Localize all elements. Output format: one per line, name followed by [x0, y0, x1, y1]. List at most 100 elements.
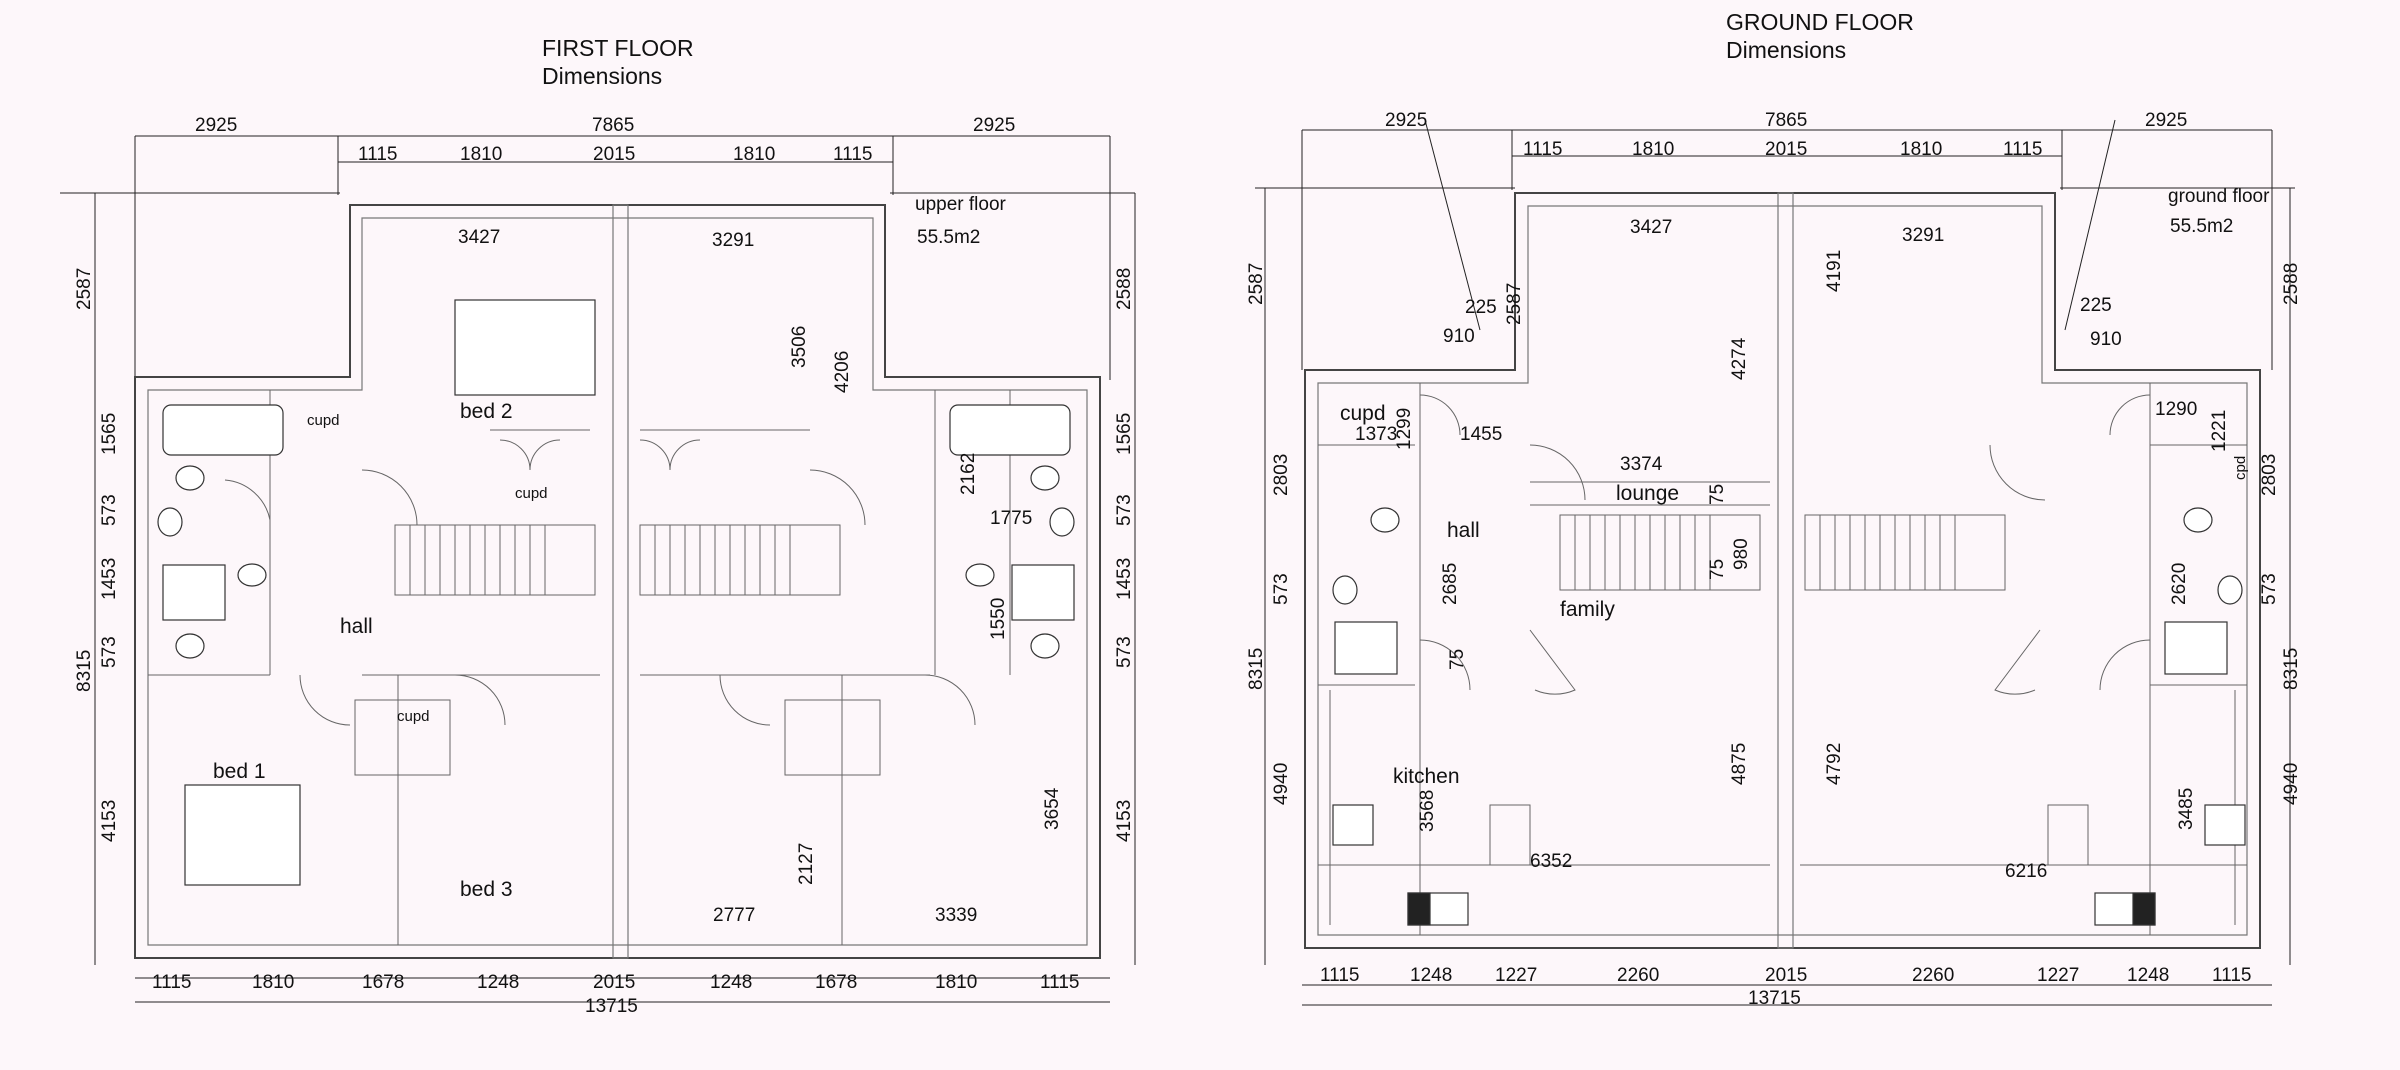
dimension-label: 1453: [99, 558, 120, 600]
dimension-label: 1290: [2155, 399, 2197, 420]
dimension-label: 573: [2259, 573, 2280, 605]
dimension-label: 6352: [1530, 851, 1572, 872]
dimension-label: 2587: [74, 268, 95, 310]
bath-icon: [949, 404, 1071, 456]
ground-floor-area-value: 55.5m2: [2170, 216, 2233, 237]
dimension-label: 225: [2080, 295, 2112, 316]
dimension-label: 2588: [1114, 268, 1135, 310]
dimension-label: 980: [1731, 538, 1752, 570]
ground-floor-walls: [1304, 192, 2261, 949]
toilet-icon: [1030, 633, 1060, 659]
dimension-label: 1810: [935, 972, 977, 993]
dimension-label: 75: [1707, 484, 1728, 505]
shower-icon: [1011, 564, 1075, 621]
dimension-label: 3427: [1630, 217, 1672, 238]
basin-icon: [1332, 575, 1358, 605]
toilet-icon: [175, 465, 205, 491]
dimension-label: 910: [1443, 326, 1475, 347]
dimension-label: 3654: [1042, 787, 1063, 830]
room-lounge: lounge: [1616, 482, 1679, 505]
ground-floor-stairs: [1559, 514, 2006, 591]
cupboard-label: cupd: [307, 412, 340, 429]
room-hall: hall: [1447, 519, 1480, 542]
dimension-label: 1248: [1410, 965, 1452, 986]
first-floor-fixtures: [157, 299, 1075, 886]
dimension-label: 4274: [1729, 337, 1750, 380]
ground-floor-dimension-lines: [1255, 119, 2295, 1006]
dimension-label: 2925: [973, 115, 1015, 136]
dimension-label: 1810: [252, 972, 294, 993]
ground-floor-area-label: ground floor: [2168, 186, 2270, 207]
bed-icon: [454, 299, 596, 396]
basin-icon: [2217, 575, 2243, 605]
room-bed-1: bed 1: [213, 760, 266, 783]
dimension-label: 4191: [1824, 250, 1845, 292]
dimension-label: 2015: [593, 144, 635, 165]
room-hall: hall: [340, 615, 373, 638]
dimension-label: 2162: [958, 453, 979, 495]
dimension-label: 1115: [1320, 965, 1359, 986]
dimension-label: 1810: [460, 144, 502, 165]
dimension-label: 7865: [1765, 110, 1807, 131]
first-floor-dimension-lines: [60, 135, 1136, 1003]
ground-floor-doors: [1419, 394, 2151, 695]
dimension-label: 2803: [1271, 454, 1292, 496]
dimension-label: 2803: [2259, 454, 2280, 496]
dimension-label: 2925: [2145, 110, 2187, 131]
dimension-label: 7865: [592, 115, 634, 136]
dimension-label: 3374: [1620, 454, 1663, 475]
first-floor-stairs: [394, 524, 841, 596]
first-floor-subtitle: Dimensions: [542, 63, 662, 89]
dimension-label: 1115: [1523, 139, 1562, 160]
dimension-label: 1455: [1460, 424, 1502, 445]
ground-floor-plan: GROUND FLOOR Dimensions ground floor 55.…: [1246, 9, 2302, 1009]
cupboard-label: cupd: [515, 485, 548, 502]
room-bed-2: bed 2: [460, 400, 513, 423]
dimension-label: 1678: [362, 972, 404, 993]
toilet-icon: [1370, 507, 1400, 533]
dimension-label: 2015: [593, 972, 635, 993]
dimension-label: 2925: [1385, 110, 1427, 131]
dimension-label: 573: [1114, 636, 1135, 668]
first-floor-walls: [134, 204, 1101, 959]
dimension-label: 2620: [2169, 563, 2190, 605]
first-floor-doors: [224, 439, 976, 726]
dimension-label: 4940: [1271, 763, 1292, 805]
dimension-label: 6216: [2005, 861, 2047, 882]
dimension-label: 1565: [1114, 413, 1135, 455]
dimension-label: 2015: [1765, 139, 1807, 160]
cupboard-label: cpd: [2232, 456, 2249, 480]
dimension-label: 1453: [1114, 558, 1135, 600]
dimension-label: 2588: [2281, 263, 2302, 305]
dimension-label: 4206: [832, 351, 853, 393]
dimension-label: 2015: [1765, 965, 1807, 986]
dimension-label: 75: [1707, 559, 1728, 580]
toilet-icon: [175, 633, 205, 659]
dimension-label: 2260: [1617, 965, 1659, 986]
room-bed-3: bed 3: [460, 878, 513, 901]
cupboard-label: cupd: [397, 708, 430, 725]
bed-icon: [184, 784, 301, 886]
dimension-label: 1775: [990, 508, 1032, 529]
dimension-label: 4940: [2281, 763, 2302, 805]
dimension-label: 2260: [1912, 965, 1954, 986]
dimension-label: 910: [2090, 329, 2122, 350]
dimension-label: 1221: [2209, 410, 2230, 452]
first-floor-title: FIRST FLOOR: [542, 35, 694, 61]
toilet-icon: [1030, 465, 1060, 491]
dimension-label: 1227: [2037, 965, 2079, 986]
dimension-label: 2925: [195, 115, 237, 136]
ground-floor-title: GROUND FLOOR: [1726, 9, 1914, 35]
ground-floor-subtitle: Dimensions: [1726, 37, 1846, 63]
shower-icon: [1334, 621, 1398, 675]
dimension-label: 1115: [1040, 972, 1079, 993]
dimension-label: 1248: [710, 972, 752, 993]
hob-icon: [2204, 804, 2246, 846]
dimension-label: 3568: [1417, 790, 1438, 832]
basin-icon: [1049, 507, 1075, 537]
dimension-label: 1115: [2003, 139, 2042, 160]
hob-icon: [1332, 804, 1374, 846]
dimension-label: 1115: [358, 144, 397, 165]
bath-icon: [162, 404, 284, 456]
dimension-label: 2685: [1440, 563, 1461, 605]
